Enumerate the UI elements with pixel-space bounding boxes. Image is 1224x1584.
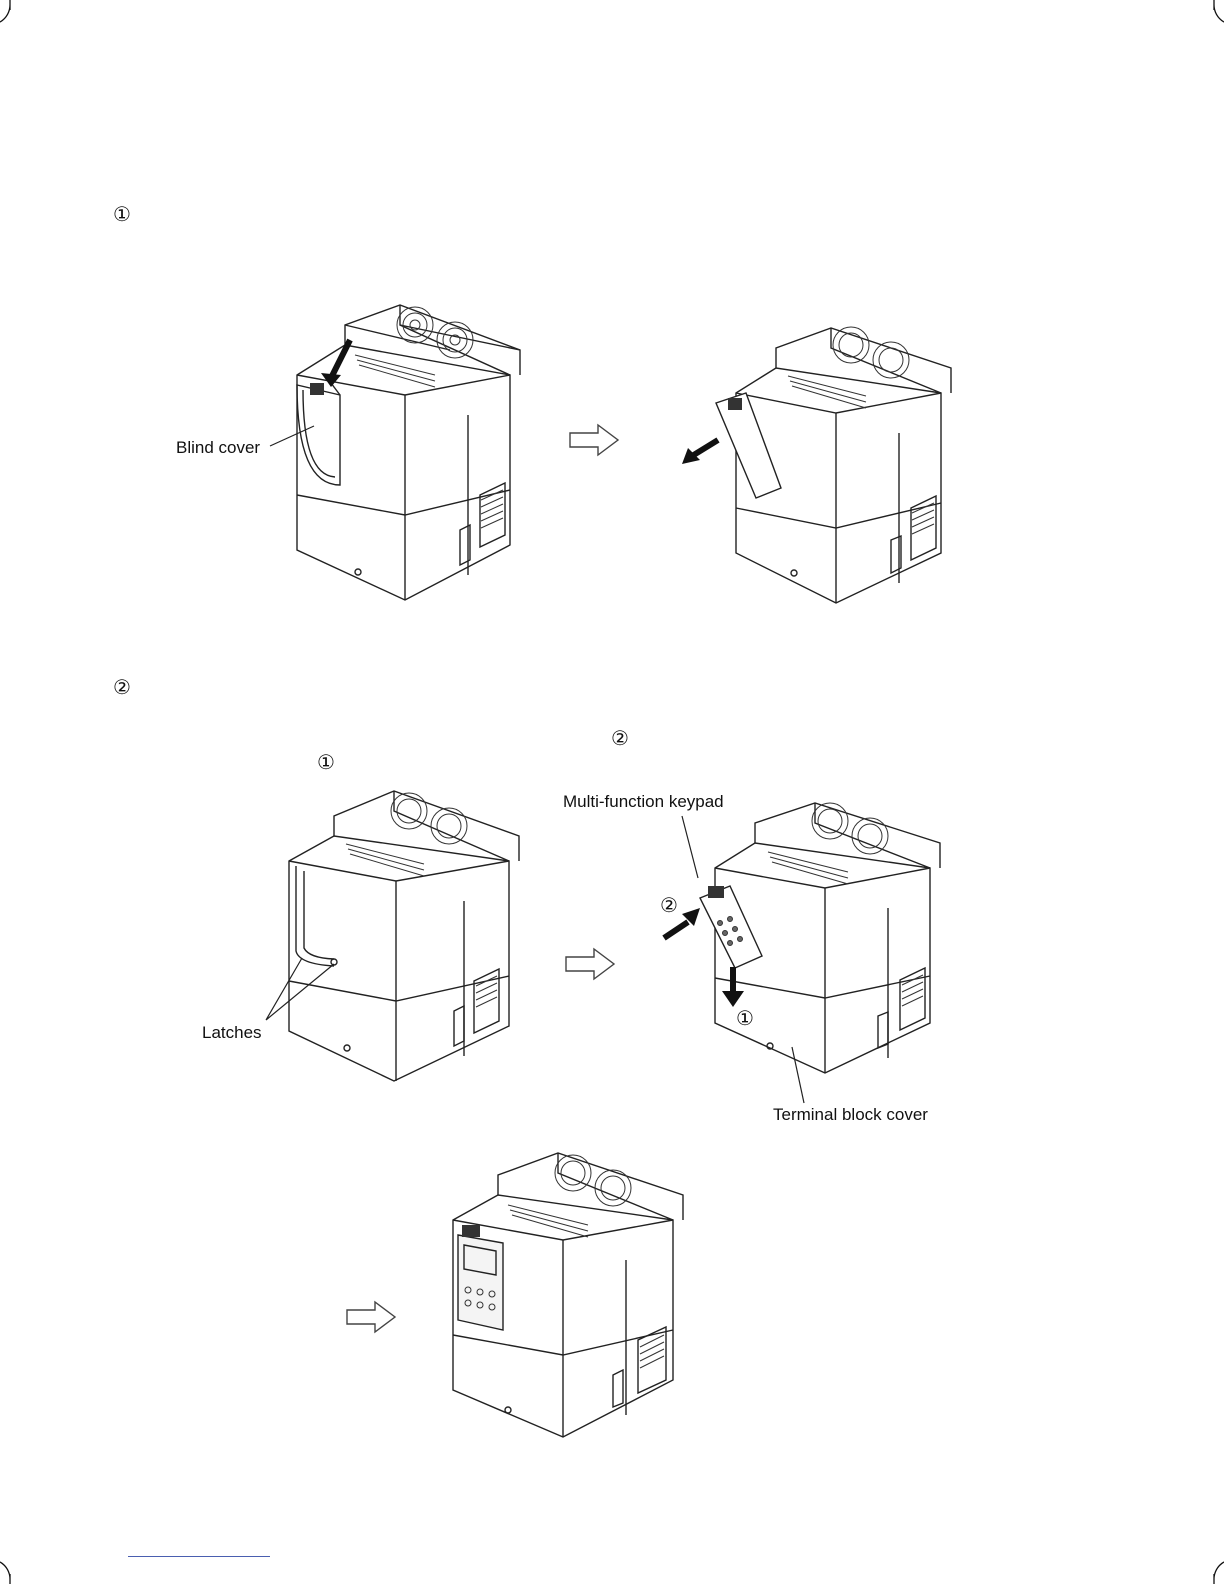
slide-down-arrow	[718, 965, 748, 1009]
blind-cover-removed-illustration	[716, 308, 966, 608]
terminal-cover-callout: Terminal block cover	[773, 1105, 928, 1125]
crop-mark-top-left	[0, 0, 24, 24]
footer-link-underline	[128, 1556, 270, 1557]
keypad-mounting-illustration	[700, 788, 950, 1078]
terminal-cover-leader-line	[790, 1045, 810, 1105]
crop-mark-top-right	[1200, 0, 1224, 24]
push-in-arrow	[660, 902, 704, 942]
slide-down-marker: ①	[736, 1008, 754, 1028]
figure-marker-a: ②	[611, 728, 629, 748]
figure-marker-b: ①	[317, 752, 335, 772]
latches-callout: Latches	[202, 1023, 262, 1043]
crop-mark-bottom-left	[0, 1560, 24, 1584]
pull-out-arrow	[678, 436, 722, 468]
blind-cover-leader-line	[268, 420, 318, 450]
crop-mark-bottom-right	[1200, 1560, 1224, 1584]
step-1-marker: ①	[113, 204, 131, 224]
next-step-arrow-3	[345, 1300, 397, 1334]
latches-leader-lines	[258, 952, 338, 1024]
next-step-arrow-2	[564, 947, 616, 981]
inverter-with-blind-cover-illustration	[285, 295, 535, 605]
keypad-mounted-illustration	[448, 1145, 686, 1440]
keypad-callout: Multi-function keypad	[563, 792, 724, 812]
step-2-marker: ②	[113, 677, 131, 697]
blind-cover-callout: Blind cover	[176, 438, 260, 458]
next-step-arrow-1	[568, 423, 620, 457]
keypad-leader-line	[676, 812, 706, 882]
inverter-latches-illustration	[284, 776, 532, 1086]
